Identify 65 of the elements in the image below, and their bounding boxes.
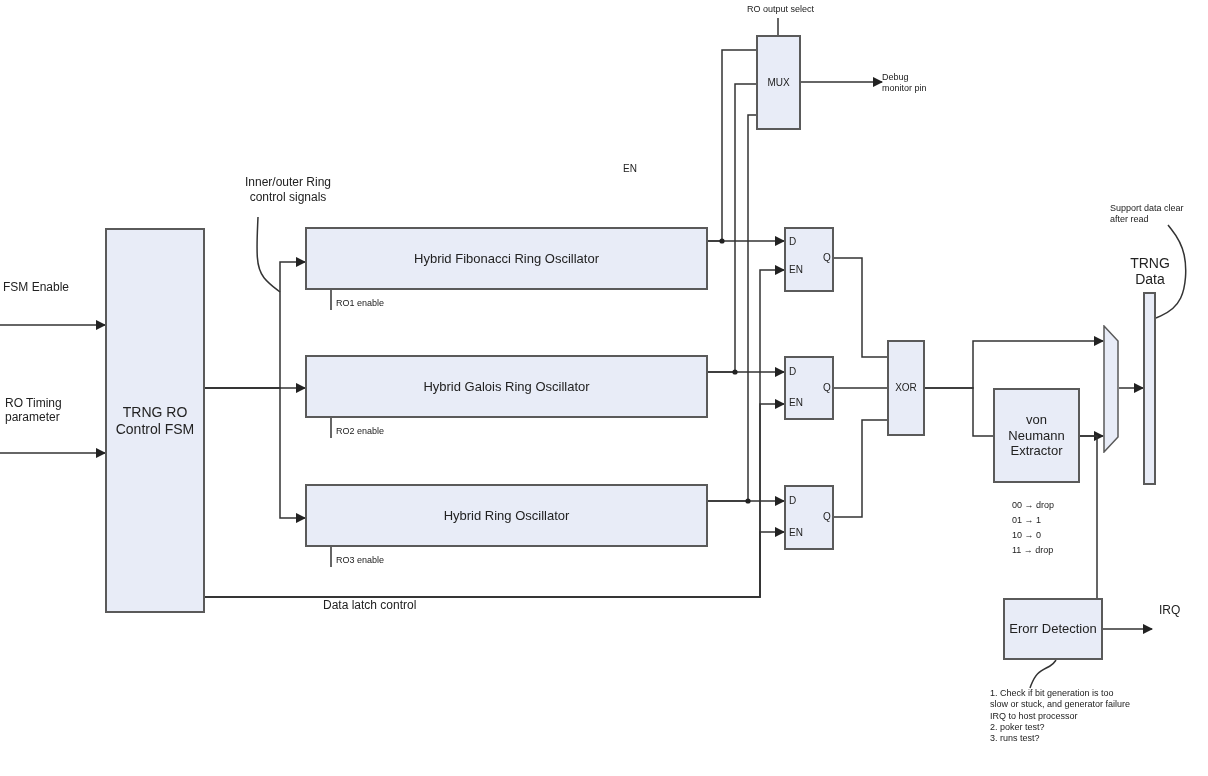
connector-line [833, 419, 888, 518]
multiplexer-box [756, 35, 801, 130]
port-label: Q [823, 511, 831, 523]
arrow [1102, 623, 1154, 635]
beside-note: 11 → drop [1012, 545, 1054, 556]
note-text: 3. runs test? [990, 733, 1041, 745]
oscillator-box [305, 484, 708, 547]
beside-note: RO2 enable [336, 426, 385, 437]
connector-line [924, 387, 994, 437]
leader-line [256, 216, 281, 293]
block-label: von Neumann Extractor [1007, 412, 1066, 459]
connector-line [707, 83, 757, 373]
beside-note: 10 → 0 [1012, 530, 1042, 541]
flip-flop-box [784, 356, 834, 420]
annotation-text: Inner/outer Ring control signals [243, 175, 333, 205]
block-label: Erorr Detection [1008, 621, 1098, 637]
arrow [0, 319, 107, 331]
note-text: 1. Check if bit generation is too slow or stuck, and generator failure IRQ to host processor [990, 688, 1132, 722]
leader-line [1029, 659, 1057, 689]
block-label: XOR [894, 382, 918, 394]
signal-label: Debug monitor pin [882, 72, 928, 95]
beside-note: 00 → drop [1012, 500, 1055, 511]
beside-note: 01 → 1 [1012, 515, 1042, 526]
block-label: Hybrid Galois Ring Oscillator [422, 378, 591, 395]
arrow [1118, 382, 1145, 394]
connector-line [777, 17, 779, 36]
block-label: Hybrid Ring Oscillator [442, 507, 571, 524]
error-detection-box [1003, 598, 1103, 660]
leader-line [1155, 224, 1187, 319]
xor-gate-box [887, 340, 925, 436]
extractor-box [993, 388, 1080, 483]
connector-line [707, 49, 757, 242]
signal-label: RO output select [745, 4, 815, 16]
beside-note: RO3 enable [336, 555, 385, 566]
port-label: EN [789, 264, 803, 276]
port-label: D [789, 236, 797, 248]
oscillator-box [305, 355, 708, 418]
arrow [204, 526, 786, 598]
port-label: Q [823, 382, 831, 394]
arrow [204, 387, 307, 524]
port-label: D [789, 366, 797, 378]
arrow [0, 447, 107, 459]
oscillator-box [305, 227, 708, 290]
note-text: 2. poker test? [990, 721, 1046, 733]
port-label: D [789, 495, 797, 507]
register-heading: TRNG Data [1129, 255, 1171, 288]
flip-flop-box [784, 227, 834, 292]
signal-label: EN [622, 163, 638, 175]
control-fsm-box [105, 228, 205, 613]
connector-line [833, 257, 888, 358]
beside-note: RO1 enable [336, 298, 385, 309]
block-label: TRNG RO Control FSM [114, 403, 196, 438]
annotation-text: Support data clear after read [1110, 203, 1185, 226]
block-label: MUX [766, 76, 791, 89]
connector-line [707, 114, 757, 502]
arrow [800, 76, 884, 88]
block-label: Hybrid Fibonacci Ring Oscillator [413, 250, 600, 267]
connector-line [1079, 435, 1098, 599]
signal-label: IRQ [1158, 603, 1182, 618]
port-label: EN [789, 397, 803, 409]
flip-flop-box [784, 485, 834, 550]
port-label: EN [789, 527, 803, 539]
connector-line [833, 387, 888, 389]
multiplexer-shape [1103, 325, 1119, 453]
port-label: Q [823, 252, 831, 264]
